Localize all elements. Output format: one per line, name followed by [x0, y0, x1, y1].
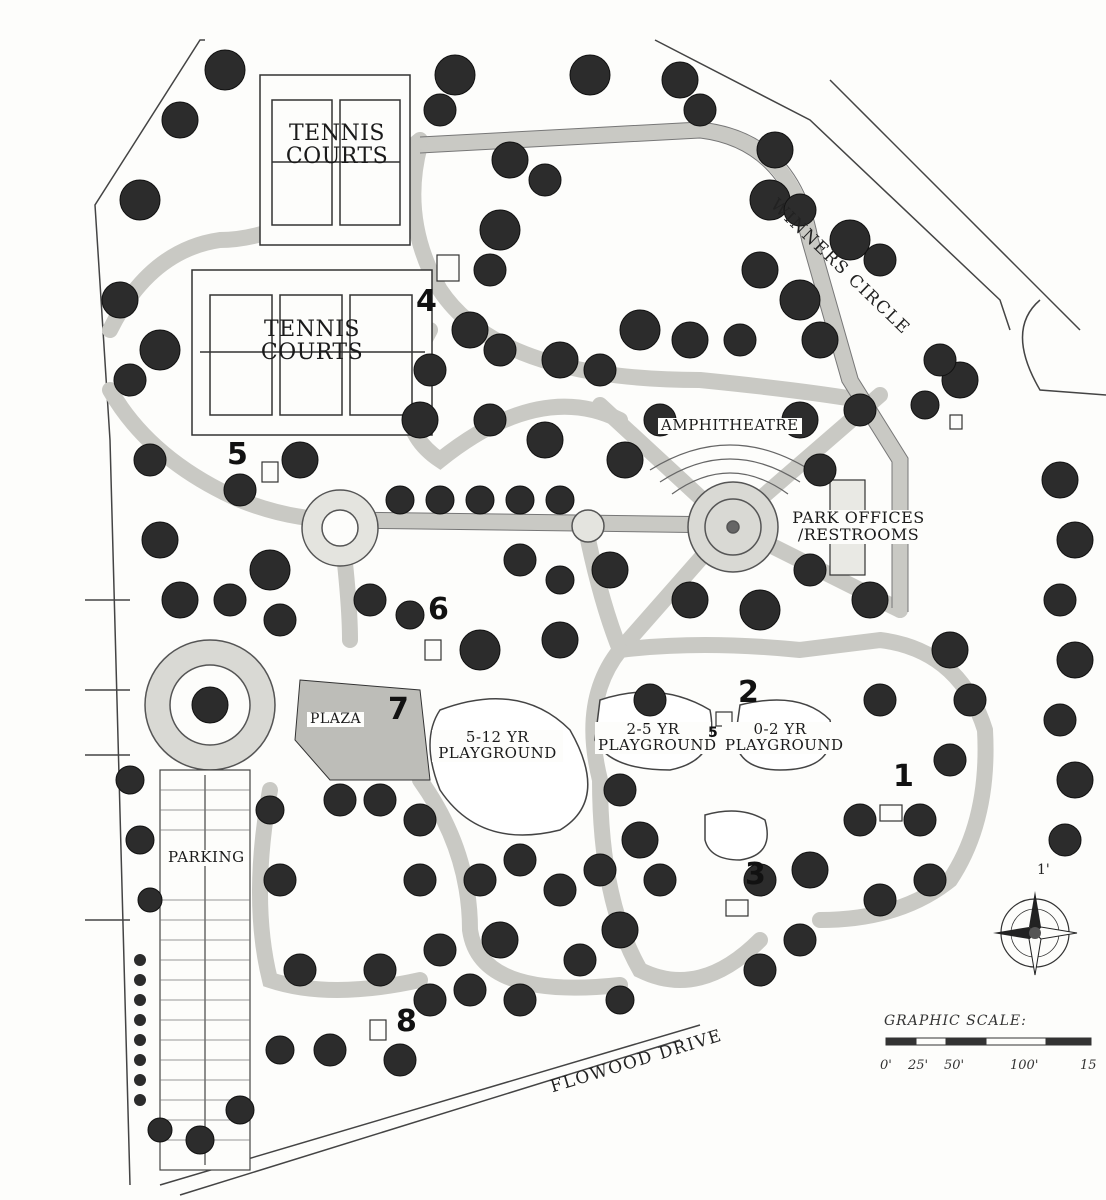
playground-5-12-label: 5-12 YR PLAYGROUND — [432, 729, 563, 762]
playground-0-2-label: 0-2 YR PLAYGROUND — [722, 721, 843, 754]
parking-hedge — [134, 954, 146, 1106]
marker-3: 3 — [745, 857, 766, 892]
graphic-scale-bar — [885, 1037, 1092, 1046]
tennis-courts-top — [259, 74, 411, 246]
marker-5-small: 5 — [708, 725, 718, 741]
marker-8: 8 — [396, 1004, 417, 1039]
scale-tick-50: 50' — [944, 1058, 965, 1073]
tree-canopy — [101, 49, 1094, 1155]
marker-1: 1 — [893, 759, 914, 794]
scale-tick-25: 25' — [908, 1058, 929, 1073]
parking-label: PARKING — [165, 849, 248, 866]
amphitheatre-label: AMPHITHEATRE — [658, 417, 802, 434]
marker-4: 4 — [416, 284, 437, 319]
amphitheatre-seating — [649, 444, 811, 495]
tennis-courts-top-label: TENNIS COURTS — [285, 121, 389, 170]
park-offices-label: PARK OFFICES /RESTROOMS — [788, 509, 929, 544]
street-lines — [85, 39, 1106, 1196]
marker-7: 7 — [388, 692, 409, 727]
scale-tick-15: 15 — [1080, 1058, 1097, 1073]
tennis-courts-bottom — [191, 269, 433, 436]
tennis-courts-bottom-label: TENNIS COURTS — [260, 317, 364, 366]
graphic-scale-title: GRAPHIC SCALE: — [884, 1013, 1027, 1029]
marker-5: 5 — [227, 437, 248, 472]
scale-tick-0: 0' — [880, 1058, 892, 1073]
plaza-paving — [294, 679, 431, 781]
scale-tick-100: 100' — [1010, 1058, 1039, 1073]
compass-rose-icon — [993, 891, 1078, 976]
north-label: 1' — [1037, 862, 1050, 878]
parking-stalls — [160, 789, 250, 1141]
playground-2-5-label: 2-5 YR PLAYGROUND — [595, 721, 716, 754]
plaza-label: PLAZA — [307, 712, 365, 727]
marker-6: 6 — [428, 592, 449, 627]
marker-2: 2 — [738, 675, 759, 710]
